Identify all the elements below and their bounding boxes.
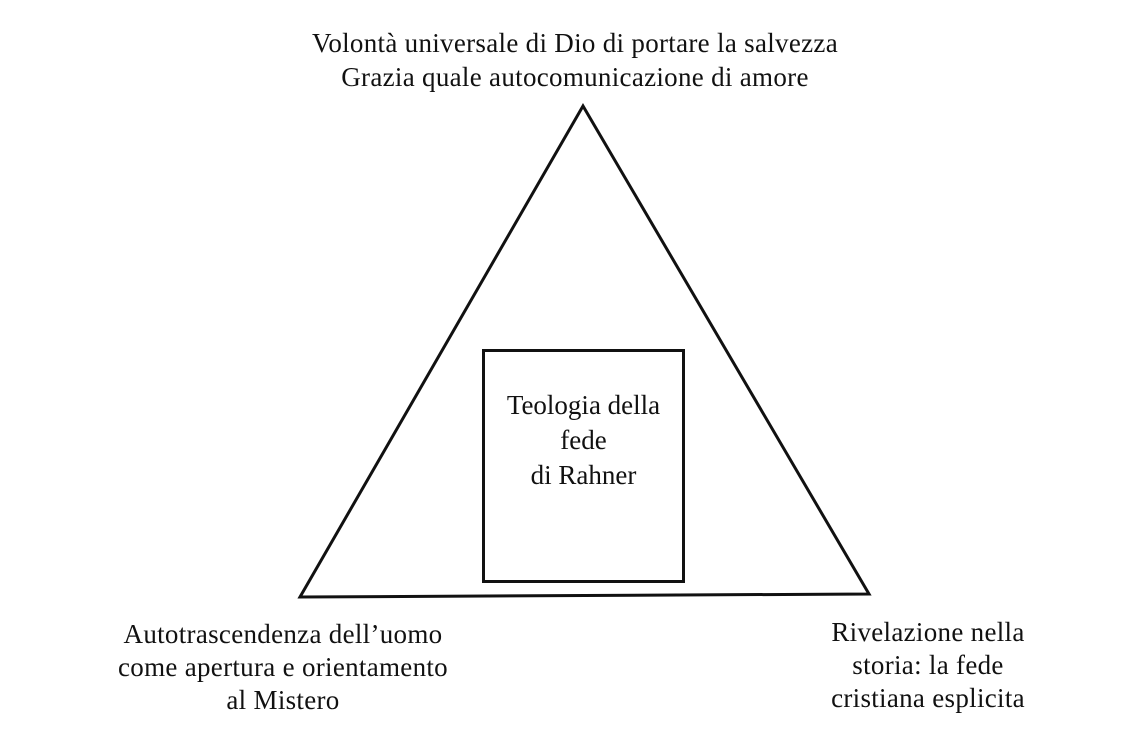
center-box-line-2: fede [560,425,607,455]
triangle-outline [297,103,872,599]
bottom-right-vertex-label-line-2: storia: la fede [852,650,1004,680]
center-box-line-1: Teologia della [506,390,661,420]
center-box: Teologia della fede di Rahner [482,349,685,583]
bottom-left-vertex-label-line-1: Autotrascendenza dell’uomo [123,619,443,649]
top-vertex-label-line-2: Grazia quale autocomunicazione di amore [341,62,809,92]
bottom-right-vertex-label: Rivelazione nella storia: la fede cristi… [770,616,1086,715]
bottom-left-vertex-label-line-3: al Mistero [226,685,340,715]
bottom-right-vertex-label-line-1: Rivelazione nella [831,617,1025,647]
center-box-line-3: di Rahner [530,460,637,490]
top-vertex-label-line-1: Volontà universale di Dio di portare la … [312,28,838,58]
top-vertex-label: Volontà universale di Dio di portare la … [225,26,925,94]
bottom-left-vertex-label: Autotrascendenza dell’uomo come apertura… [58,618,508,717]
bottom-left-vertex-label-line-2: come apertura e orientamento [118,652,448,682]
bottom-right-vertex-label-line-3: cristiana esplicita [831,683,1025,713]
